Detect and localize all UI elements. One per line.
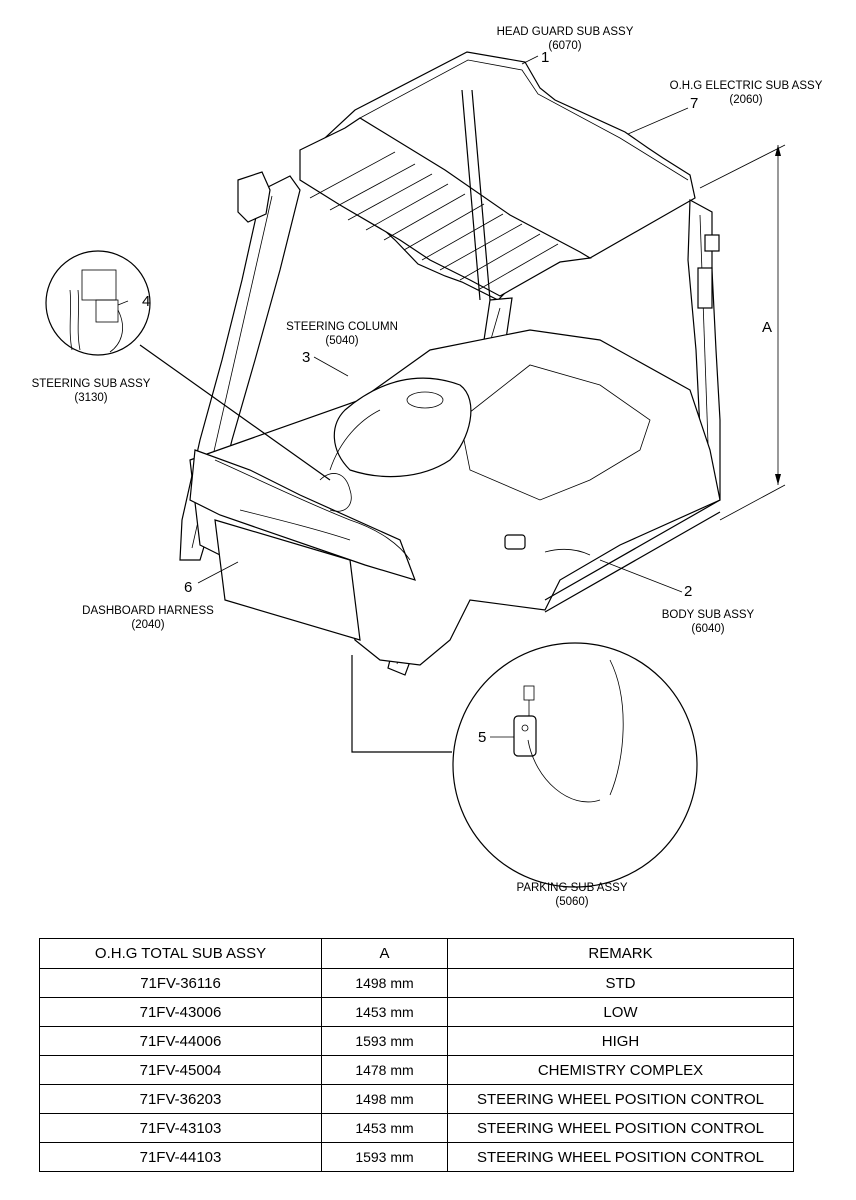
- dimension-a-cell: 1478 mm: [321, 1055, 448, 1085]
- dimension-a-cell: 1498 mm: [321, 968, 448, 998]
- remark-cell: STEERING WHEEL POSITION CONTROL: [447, 1084, 794, 1114]
- remark-cell: CHEMISTRY COMPLEX: [447, 1055, 794, 1085]
- callout-7-number: 7: [690, 95, 698, 112]
- steering-sub-assy-detail: [45, 250, 331, 481]
- col-header-remark: REMARK: [447, 938, 794, 969]
- remark-cell: STEERING WHEEL POSITION CONTROL: [447, 1113, 794, 1143]
- part-number-cell: 71FV-44103: [39, 1142, 322, 1172]
- callout-7: O.H.G ELECTRIC SUB ASSY (2060) 7: [670, 80, 823, 112]
- callout-4-name: STEERING SUB ASSY: [32, 378, 151, 390]
- callout-2-name: BODY SUB ASSY: [662, 609, 755, 621]
- part-number-cell: 71FV-43103: [39, 1113, 322, 1143]
- dimension-a: A: [699, 144, 786, 521]
- callout-1: HEAD GUARD SUB ASSY (6070) 1: [497, 26, 634, 66]
- remark-cell: HIGH: [447, 1026, 794, 1056]
- remark-cell: STD: [447, 968, 794, 998]
- callout-2-code: (6040): [691, 623, 724, 635]
- col-header-a: A: [321, 938, 448, 969]
- dimension-a-cell: 1453 mm: [321, 997, 448, 1027]
- table-row: 71FV-44006 1593 mm HIGH: [39, 1026, 794, 1056]
- body-drawing: [189, 329, 721, 666]
- callout-3-name: STEERING COLUMN: [286, 321, 398, 333]
- dimension-a-cell: 1593 mm: [321, 1142, 448, 1172]
- callout-3-number: 3: [302, 349, 310, 366]
- callout-3: STEERING COLUMN (5040) 3: [286, 321, 398, 366]
- part-number-cell: 71FV-36203: [39, 1084, 322, 1114]
- callout-2-number: 2: [684, 583, 692, 600]
- callout-5-name: PARKING SUB ASSY: [517, 882, 628, 894]
- callout-1-name: HEAD GUARD SUB ASSY: [497, 26, 634, 38]
- callout-4: 4 STEERING SUB ASSY (3130): [32, 293, 151, 404]
- table-header-row: O.H.G TOTAL SUB ASSY A REMARK: [39, 938, 794, 969]
- remark-cell: LOW: [447, 997, 794, 1027]
- ohg-sub-assy-table: O.H.G TOTAL SUB ASSY A REMARK 71FV-36116…: [39, 938, 794, 1172]
- leader-lines: [117, 55, 689, 738]
- exploded-assembly-drawing: A HEAD GUARD SUB ASSY (6070) 1 O.H.G ELE…: [32, 26, 823, 908]
- callout-4-number: 4: [142, 293, 150, 310]
- callout-2: 2 BODY SUB ASSY (6040): [662, 583, 755, 635]
- callout-5-number: 5: [478, 729, 486, 746]
- callout-7-code: (2060): [729, 94, 762, 106]
- dimension-a-cell: 1453 mm: [321, 1113, 448, 1143]
- callout-5: 5 PARKING SUB ASSY (5060): [478, 729, 628, 908]
- callout-6-code: (2040): [131, 619, 164, 631]
- col-header-ohg-total-sub-assy: O.H.G TOTAL SUB ASSY: [39, 938, 322, 969]
- table-row: 71FV-43103 1453 mm STEERING WHEEL POSITI…: [39, 1113, 794, 1143]
- callout-1-code: (6070): [548, 40, 581, 52]
- callout-6-number: 6: [184, 579, 192, 596]
- callout-1-number: 1: [541, 49, 549, 66]
- callout-4-code: (3130): [74, 392, 107, 404]
- part-number-cell: 71FV-36116: [39, 968, 322, 998]
- table-row: 71FV-45004 1478 mm CHEMISTRY COMPLEX: [39, 1055, 794, 1085]
- callout-6: 6 DASHBOARD HARNESS (2040): [82, 579, 214, 631]
- part-number-cell: 71FV-44006: [39, 1026, 322, 1056]
- remark-cell: STEERING WHEEL POSITION CONTROL: [447, 1142, 794, 1172]
- parking-sub-assy-detail: [351, 642, 698, 888]
- table-row: 71FV-44103 1593 mm STEERING WHEEL POSITI…: [39, 1142, 794, 1172]
- table-row: 71FV-43006 1453 mm LOW: [39, 997, 794, 1027]
- table-row: 71FV-36203 1498 mm STEERING WHEEL POSITI…: [39, 1084, 794, 1114]
- part-number-cell: 71FV-43006: [39, 997, 322, 1027]
- callout-6-name: DASHBOARD HARNESS: [82, 605, 214, 617]
- callout-7-name: O.H.G ELECTRIC SUB ASSY: [670, 80, 823, 92]
- part-number-cell: 71FV-45004: [39, 1055, 322, 1085]
- callout-3-code: (5040): [325, 335, 358, 347]
- callout-5-code: (5060): [555, 896, 588, 908]
- dimension-a-cell: 1498 mm: [321, 1084, 448, 1114]
- dimension-label: A: [762, 319, 772, 336]
- dimension-a-cell: 1593 mm: [321, 1026, 448, 1056]
- table-row: 71FV-36116 1498 mm STD: [39, 968, 794, 998]
